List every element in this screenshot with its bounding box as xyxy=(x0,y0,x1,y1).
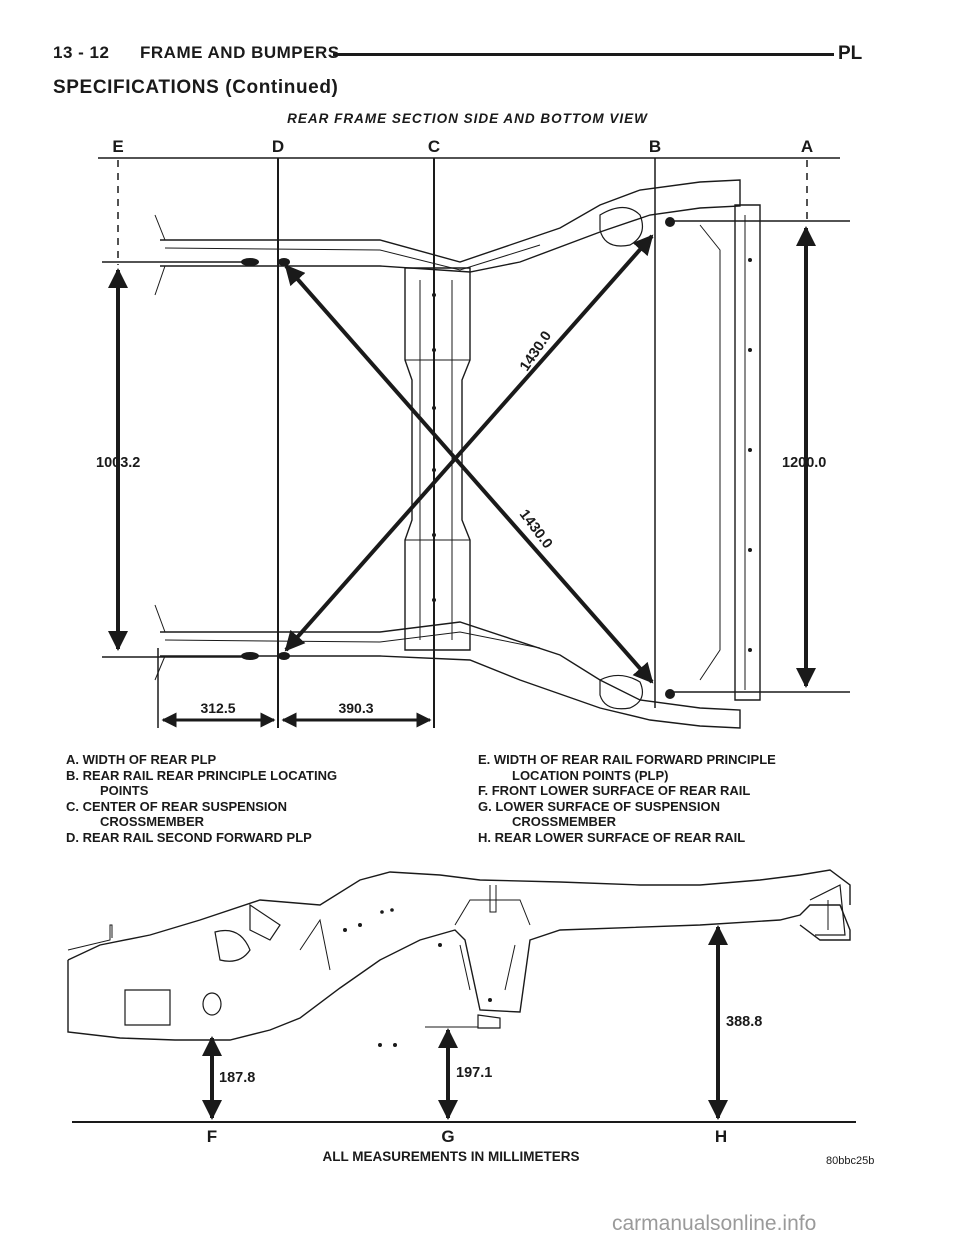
horiz-right-label: 390.3 xyxy=(338,700,373,716)
f-height-label: 187.8 xyxy=(219,1070,255,1086)
legend-right: E. WIDTH OF REAR RAIL FORWARD PRINCIPLE … xyxy=(478,752,776,845)
bottom-view-dimension-arrows xyxy=(108,226,816,728)
legend-line: D. REAR RAIL SECOND FORWARD PLP xyxy=(66,829,312,845)
header-code: PL xyxy=(838,43,863,64)
legend-line: A. WIDTH OF REAR PLP xyxy=(66,752,217,767)
g-height-label: 197.1 xyxy=(456,1065,492,1081)
side-rail-bottom xyxy=(67,904,851,1041)
letter-g: G xyxy=(441,1127,454,1146)
upper-diagonal-arrow xyxy=(284,234,654,652)
measurement-note: ALL MEASUREMENTS IN MILLIMETERS xyxy=(322,1149,579,1164)
legend-line: CROSSMEMBER xyxy=(100,814,205,829)
right-height-label: 1200.0 xyxy=(782,455,826,471)
lower-rail xyxy=(160,621,741,729)
lower-diagonal-arrow xyxy=(284,264,654,684)
watermark: carmanualsonline.info xyxy=(612,1212,817,1235)
letter-b: B xyxy=(649,137,661,156)
letter-f: F xyxy=(207,1127,217,1146)
frame-holes xyxy=(241,217,752,699)
left-height-label: 1003.2 xyxy=(96,455,140,471)
letter-a: A xyxy=(801,137,813,156)
legend-left: A. WIDTH OF REAR PLP B. REAR RAIL REAR P… xyxy=(66,752,337,845)
side-rail-top xyxy=(67,869,851,961)
side-view-holes xyxy=(343,908,492,1047)
figure-title: REAR FRAME SECTION SIDE AND BOTTOM VIEW xyxy=(287,111,648,126)
letter-h: H xyxy=(715,1127,727,1146)
legend-line: CROSSMEMBER xyxy=(512,814,617,829)
legend-line: F. FRONT LOWER SURFACE OF REAR RAIL xyxy=(478,783,751,798)
legend-line: C. CENTER OF REAR SUSPENSION xyxy=(66,798,288,814)
bottom-reference-letters: F G H xyxy=(207,1127,727,1146)
legend-line: E. WIDTH OF REAR RAIL FORWARD PRINCIPLE xyxy=(478,752,776,767)
letter-d: D xyxy=(272,137,284,156)
legend-line: G. LOWER SURFACE OF SUSPENSION xyxy=(478,798,720,814)
lower-diagonal-label: 1430.0 xyxy=(516,507,555,552)
page-number: 13 - 12 xyxy=(53,43,110,62)
side-view-dimension-arrows xyxy=(202,925,728,1120)
suspension-crossmember xyxy=(404,267,471,651)
legend-line: POINTS xyxy=(100,783,149,798)
legend-line: H. REAR LOWER SURFACE OF REAR RAIL xyxy=(478,829,746,845)
legend-line: B. REAR RAIL REAR PRINCIPLE LOCATING xyxy=(66,767,338,783)
horiz-left-label: 312.5 xyxy=(200,700,235,716)
rear-crossmember xyxy=(734,204,761,701)
header-rule xyxy=(333,53,834,56)
figure-code: 80bbc25b xyxy=(826,1155,874,1167)
upper-rail xyxy=(160,179,741,273)
page-subtitle: SPECIFICATIONS (Continued) xyxy=(53,77,339,98)
letter-e: E xyxy=(112,137,123,156)
frame-side-view xyxy=(67,869,851,1041)
h-height-label: 388.8 xyxy=(726,1014,762,1030)
top-reference-letters: E D C B A xyxy=(112,137,813,156)
letter-c: C xyxy=(428,137,440,156)
legend-line: LOCATION POINTS (PLP) xyxy=(512,767,669,783)
section-title: FRAME AND BUMPERS xyxy=(140,43,340,62)
